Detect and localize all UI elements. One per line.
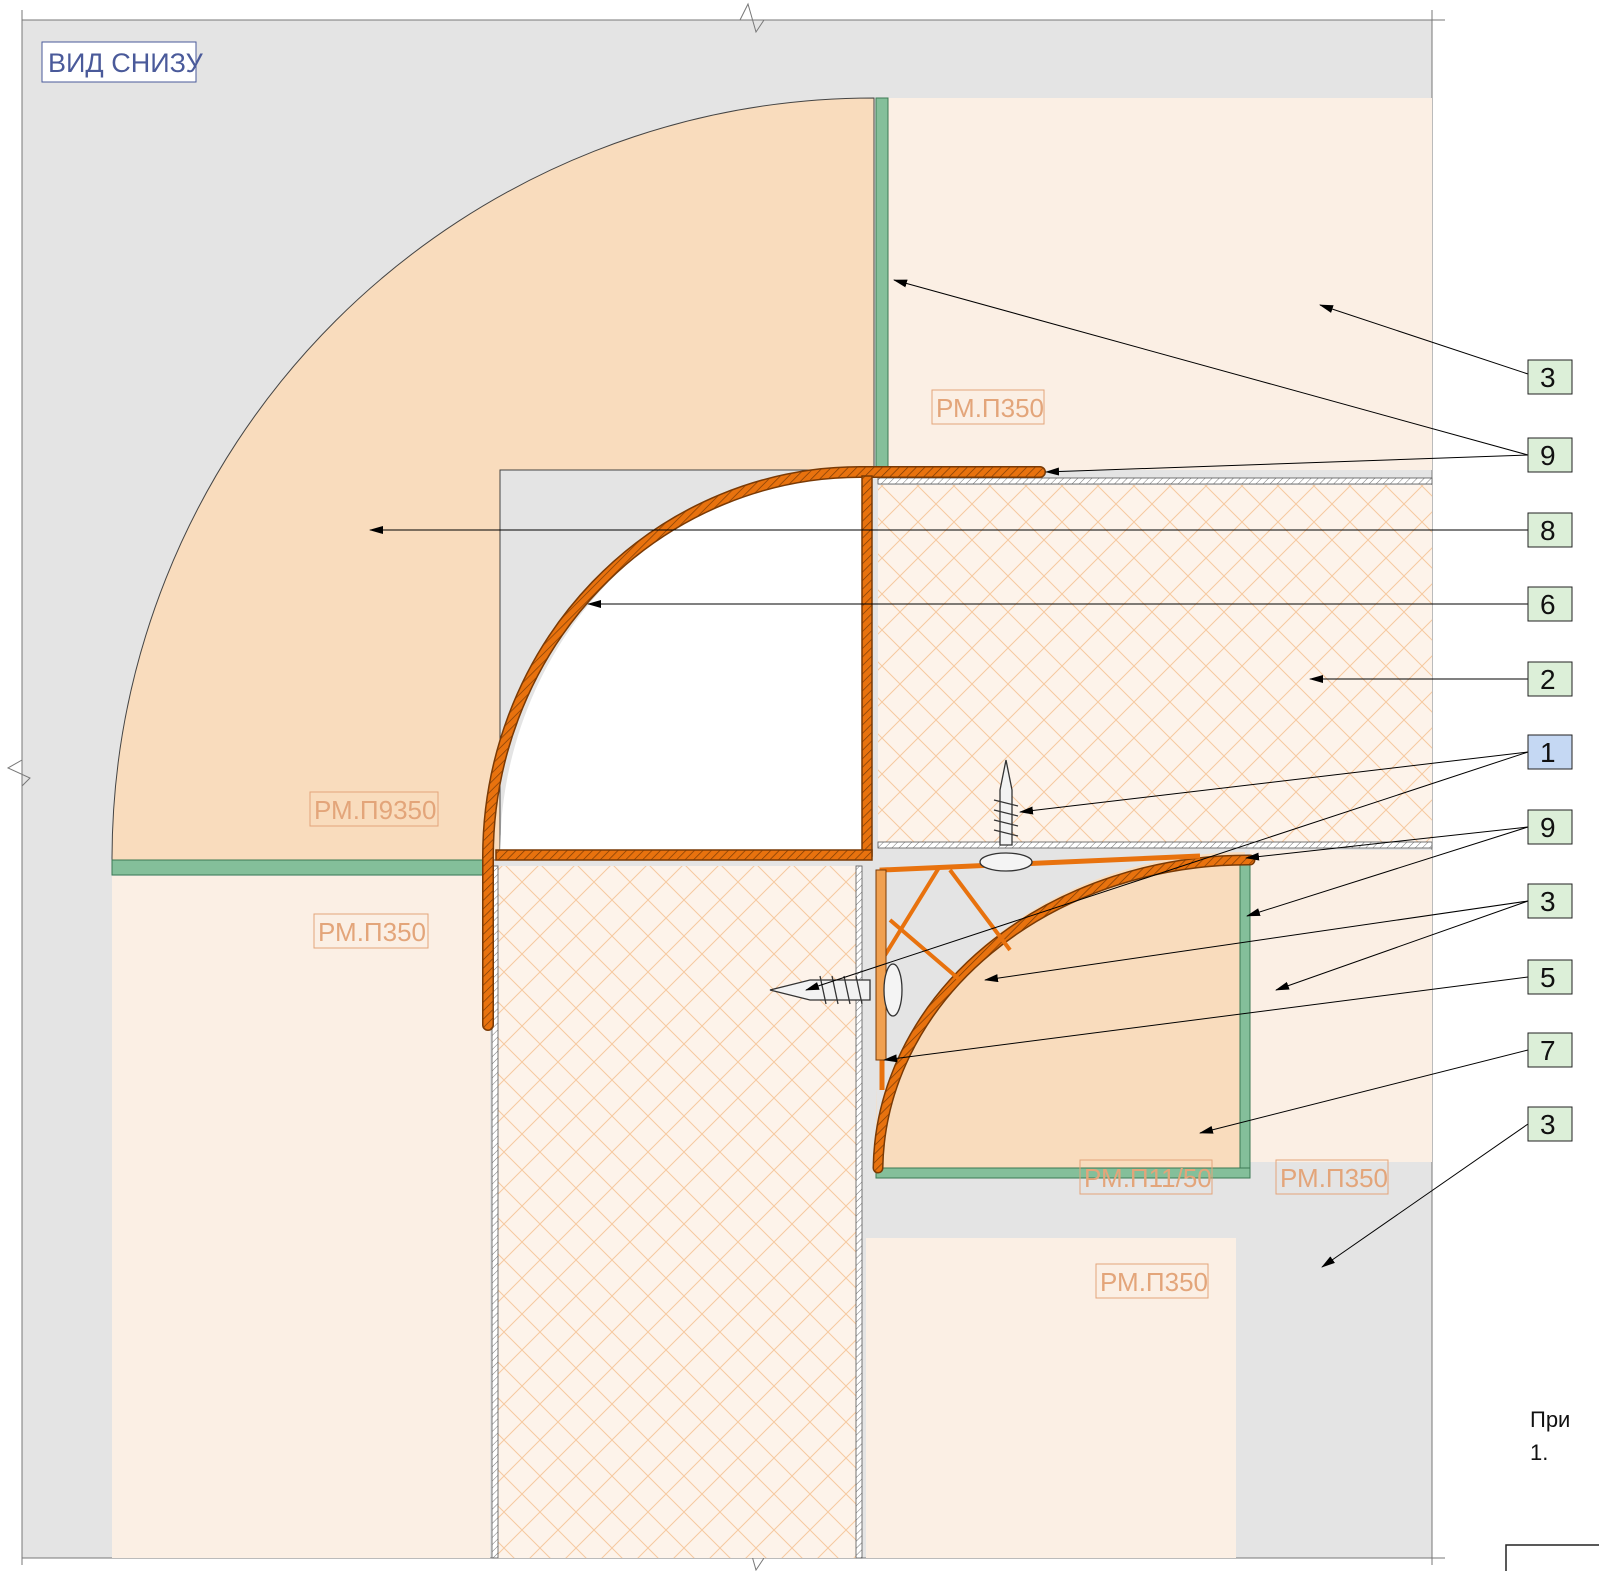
screw-vertical-icon <box>979 759 1033 872</box>
callout-label: 8 <box>1540 515 1556 546</box>
title-block-corner <box>1505 1544 1599 1571</box>
callout-label: 2 <box>1540 664 1556 695</box>
curved-panel <box>111 97 875 861</box>
sandwich-core-horizontal <box>878 485 1432 845</box>
material-tag: РМ.П11/50 <box>1084 1163 1212 1193</box>
leader-lines <box>369 279 1529 1268</box>
screw-horizontal-icon <box>769 963 903 1017</box>
outer-corner-profile <box>483 467 1045 1030</box>
panel-left-lower <box>112 876 490 1558</box>
view-label: ВИД СНИЗУ <box>48 48 204 78</box>
material-tag: РМ.П350 <box>936 393 1044 423</box>
note-heading: При <box>1530 1407 1570 1432</box>
callout-label: 5 <box>1540 962 1556 993</box>
joint-vertical-top <box>875 97 889 471</box>
material-tag: РМ.П9350 <box>314 795 436 825</box>
callout-boxes <box>1527 359 1573 1142</box>
panel-bottom <box>866 1238 1236 1558</box>
material-tag: РМ.П350 <box>1280 1163 1388 1193</box>
callout-label: 6 <box>1540 589 1556 620</box>
callout-label: 7 <box>1540 1035 1556 1066</box>
sandwich-core-vertical <box>496 866 862 1558</box>
callout-label: 1 <box>1540 737 1556 768</box>
callout-label: 3 <box>1540 1109 1556 1140</box>
view-label-box <box>41 41 197 83</box>
callout-label: 9 <box>1540 440 1556 471</box>
joint-horizontal-left <box>111 859 485 876</box>
panel-right <box>1250 850 1432 1162</box>
note-item: 1. <box>1530 1440 1548 1465</box>
material-tag: РМ.П350 <box>318 917 426 947</box>
opening <box>499 471 866 860</box>
callout-label: 9 <box>1540 812 1556 843</box>
corner-cavity <box>870 852 1248 1164</box>
callout-label: 3 <box>1540 362 1556 393</box>
inner-corner-profile <box>874 855 1254 1172</box>
callout-label: 3 <box>1540 886 1556 917</box>
panel-top-right <box>888 98 1432 470</box>
material-tag: РМ.П350 <box>1100 1267 1208 1297</box>
